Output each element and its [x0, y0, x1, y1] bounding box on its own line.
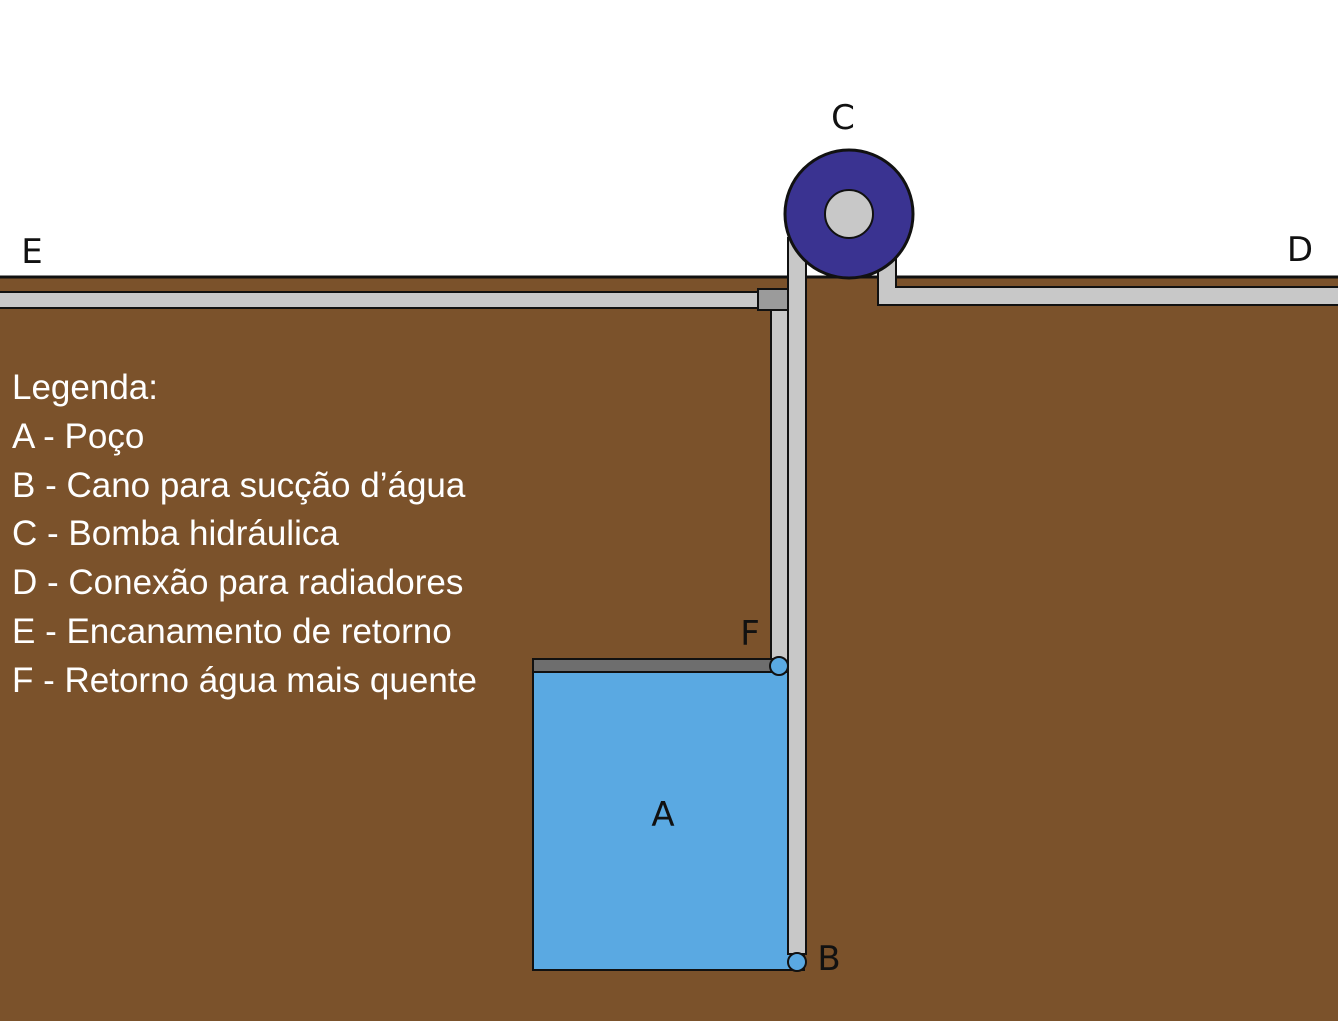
legend-item: D - Conexão para radiadores	[12, 563, 464, 603]
legend-item: A - Poço	[12, 416, 145, 456]
pump-hub	[824, 189, 874, 239]
return-pipe-horizontal	[0, 291, 761, 309]
legend-item: B - Cano para sucção d’água	[12, 465, 466, 505]
legend-item: C - Bomba hidráulica	[12, 514, 339, 554]
legend-item: E - Encanamento de retorno	[12, 611, 452, 651]
label-c: C	[831, 98, 855, 138]
label-a: A	[651, 795, 674, 835]
return-pipe-vertical	[770, 309, 789, 667]
label-d: D	[1287, 230, 1313, 270]
well-cover	[532, 658, 782, 673]
label-e: E	[21, 232, 42, 272]
suction-pipe-opening	[787, 952, 807, 972]
legend-title: Legenda:	[12, 368, 158, 407]
legend-item: F - Retorno água mais quente	[12, 660, 477, 700]
label-f: F	[740, 614, 760, 654]
suction-pipe	[787, 237, 807, 955]
pipe-connector	[757, 288, 790, 311]
legend: Legenda: A - Poço B - Cano para sucção d…	[12, 364, 477, 706]
label-b: B	[817, 939, 840, 979]
radiator-connection-pipe	[877, 239, 1338, 306]
warm-water-return-opening	[769, 656, 789, 676]
